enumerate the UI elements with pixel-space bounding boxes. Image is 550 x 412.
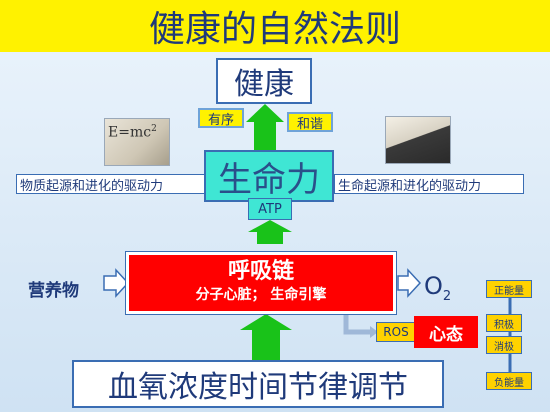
arrow-nutrients <box>103 268 130 298</box>
arrow-ros <box>343 314 372 335</box>
o2-label: O2 <box>424 272 452 304</box>
atp-box: ATP <box>248 198 292 220</box>
positive-energy-tag: 正能量 <box>486 280 532 298</box>
negative-energy-tag: 负能量 <box>486 372 532 390</box>
order-tag: 有序 <box>198 108 244 128</box>
scholar-portrait <box>385 116 451 164</box>
right-driver-label: 生命起源和进化的驱动力 <box>334 174 524 194</box>
mindset-box: 心态 <box>414 316 478 348</box>
harmony-tag: 和谐 <box>287 112 333 132</box>
arrow-to-chain <box>240 314 292 360</box>
chain-subtitle: 分子心脏； 生命引擎 <box>195 287 327 303</box>
positive-tag: 积极 <box>486 314 522 332</box>
arrow-o2 <box>397 268 422 298</box>
page-title: 健康的自然法则 <box>0 0 550 52</box>
nutrients-label: 营养物 <box>28 281 79 301</box>
blood-oxygen-box: 血氧浓度时间节律调节 <box>72 360 444 408</box>
health-box: 健康 <box>216 58 312 104</box>
arrow-to-atp <box>248 220 292 244</box>
chain-title: 呼吸链 <box>227 259 294 284</box>
respiratory-chain-box: 呼吸链 分子心脏； 生命引擎 <box>125 251 397 315</box>
formula-text: E=mc2 <box>108 124 157 141</box>
vitality-box: 生命力 <box>204 150 334 202</box>
arrow-to-health <box>246 104 284 150</box>
left-driver-label: 物质起源和进化的驱动力 <box>16 174 206 194</box>
negative-tag: 消极 <box>486 336 522 354</box>
einstein-portrait <box>104 118 170 166</box>
ros-box: ROS <box>376 322 416 342</box>
